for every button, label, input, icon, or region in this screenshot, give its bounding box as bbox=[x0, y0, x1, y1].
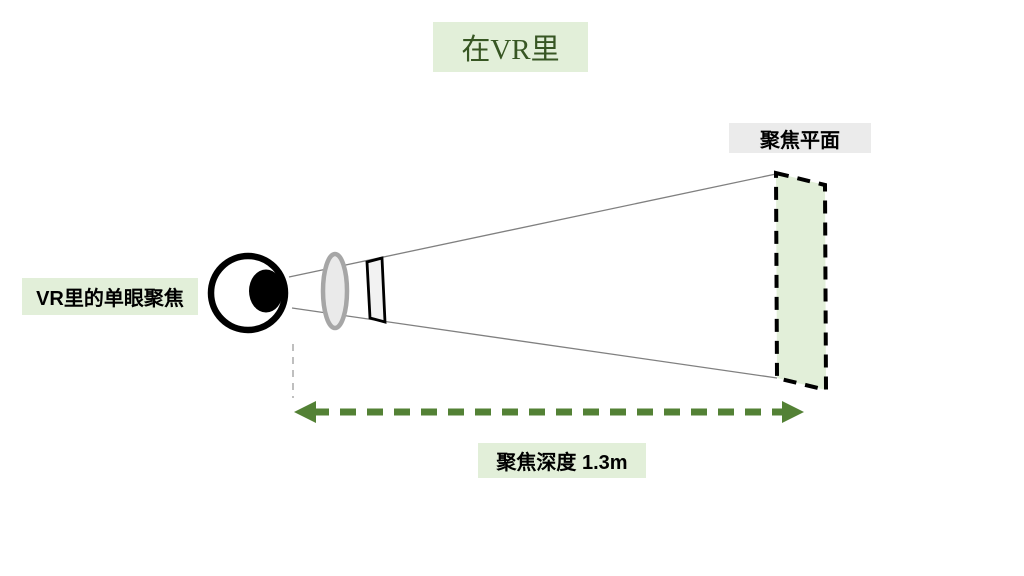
pupil-icon bbox=[249, 269, 283, 313]
frustum-lower-line bbox=[291, 307, 778, 379]
slide-title: 在VR里 bbox=[433, 22, 588, 72]
focal-plane-shape bbox=[773, 170, 829, 393]
display-panel-icon bbox=[365, 256, 387, 324]
monocular-focus-label: VR里的单眼聚焦 bbox=[22, 278, 198, 315]
depth-arrow-right-head bbox=[782, 401, 804, 423]
focal-plane-label: 聚焦平面 bbox=[729, 123, 871, 153]
depth-arrow-left-head bbox=[294, 401, 316, 423]
focus-depth-label: 聚焦深度 1.3m bbox=[478, 443, 646, 478]
frustum-upper-line bbox=[288, 173, 777, 278]
lens-ellipse-icon bbox=[320, 251, 350, 331]
